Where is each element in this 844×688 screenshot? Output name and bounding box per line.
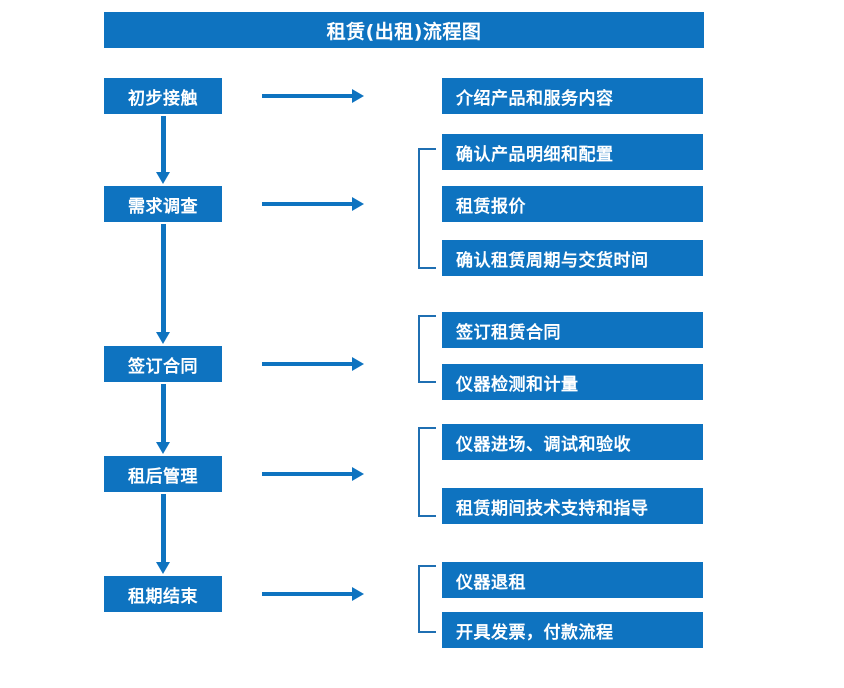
- arrow-shaft: [262, 472, 352, 476]
- arrow-head: [156, 172, 170, 184]
- stage-node-4[interactable]: 租后管理: [104, 456, 222, 492]
- arrow-shaft: [161, 384, 166, 442]
- detail-node-3-1[interactable]: 签订租赁合同: [442, 312, 703, 348]
- arrow-head: [352, 467, 364, 481]
- arrow-shaft: [262, 362, 352, 366]
- branch-arrow-right-2: [262, 193, 364, 215]
- arrow-shaft: [262, 592, 352, 596]
- detail-node-1-1[interactable]: 介绍产品和服务内容: [442, 78, 703, 114]
- arrow-head: [156, 562, 170, 574]
- group-bracket-3: [418, 315, 436, 383]
- arrow-head: [352, 197, 364, 211]
- arrow-shaft: [161, 494, 166, 562]
- group-bracket-5: [418, 565, 436, 633]
- flow-arrow-down-1-2: [152, 116, 174, 184]
- flow-arrow-down-2-3: [152, 224, 174, 344]
- page-title: 租赁(出租)流程图: [104, 12, 704, 48]
- arrow-head: [156, 442, 170, 454]
- arrow-head: [352, 89, 364, 103]
- detail-node-3-2[interactable]: 仪器检测和计量: [442, 364, 703, 400]
- arrow-shaft: [161, 116, 166, 172]
- detail-node-5-2[interactable]: 开具发票，付款流程: [442, 612, 703, 648]
- arrow-head: [156, 332, 170, 344]
- group-bracket-4: [418, 427, 436, 517]
- arrow-head: [352, 357, 364, 371]
- arrow-shaft: [262, 94, 352, 98]
- branch-arrow-right-4: [262, 463, 364, 485]
- detail-node-4-2[interactable]: 租赁期间技术支持和指导: [442, 488, 703, 524]
- detail-node-5-1[interactable]: 仪器退租: [442, 562, 703, 598]
- arrow-shaft: [262, 202, 352, 206]
- detail-node-2-2[interactable]: 租赁报价: [442, 186, 703, 222]
- arrow-shaft: [161, 224, 166, 332]
- stage-node-3[interactable]: 签订合同: [104, 346, 222, 382]
- arrow-head: [352, 587, 364, 601]
- stage-node-5[interactable]: 租期结束: [104, 576, 222, 612]
- stage-node-1[interactable]: 初步接触: [104, 78, 222, 114]
- group-bracket-2: [418, 148, 436, 269]
- detail-node-2-3[interactable]: 确认租赁周期与交货时间: [442, 240, 703, 276]
- branch-arrow-right-3: [262, 353, 364, 375]
- detail-node-4-1[interactable]: 仪器进场、调试和验收: [442, 424, 703, 460]
- flow-arrow-down-4-5: [152, 494, 174, 574]
- flow-arrow-down-3-4: [152, 384, 174, 454]
- stage-node-2[interactable]: 需求调查: [104, 186, 222, 222]
- branch-arrow-right-5: [262, 583, 364, 605]
- branch-arrow-right-1: [262, 85, 364, 107]
- detail-node-2-1[interactable]: 确认产品明细和配置: [442, 134, 703, 170]
